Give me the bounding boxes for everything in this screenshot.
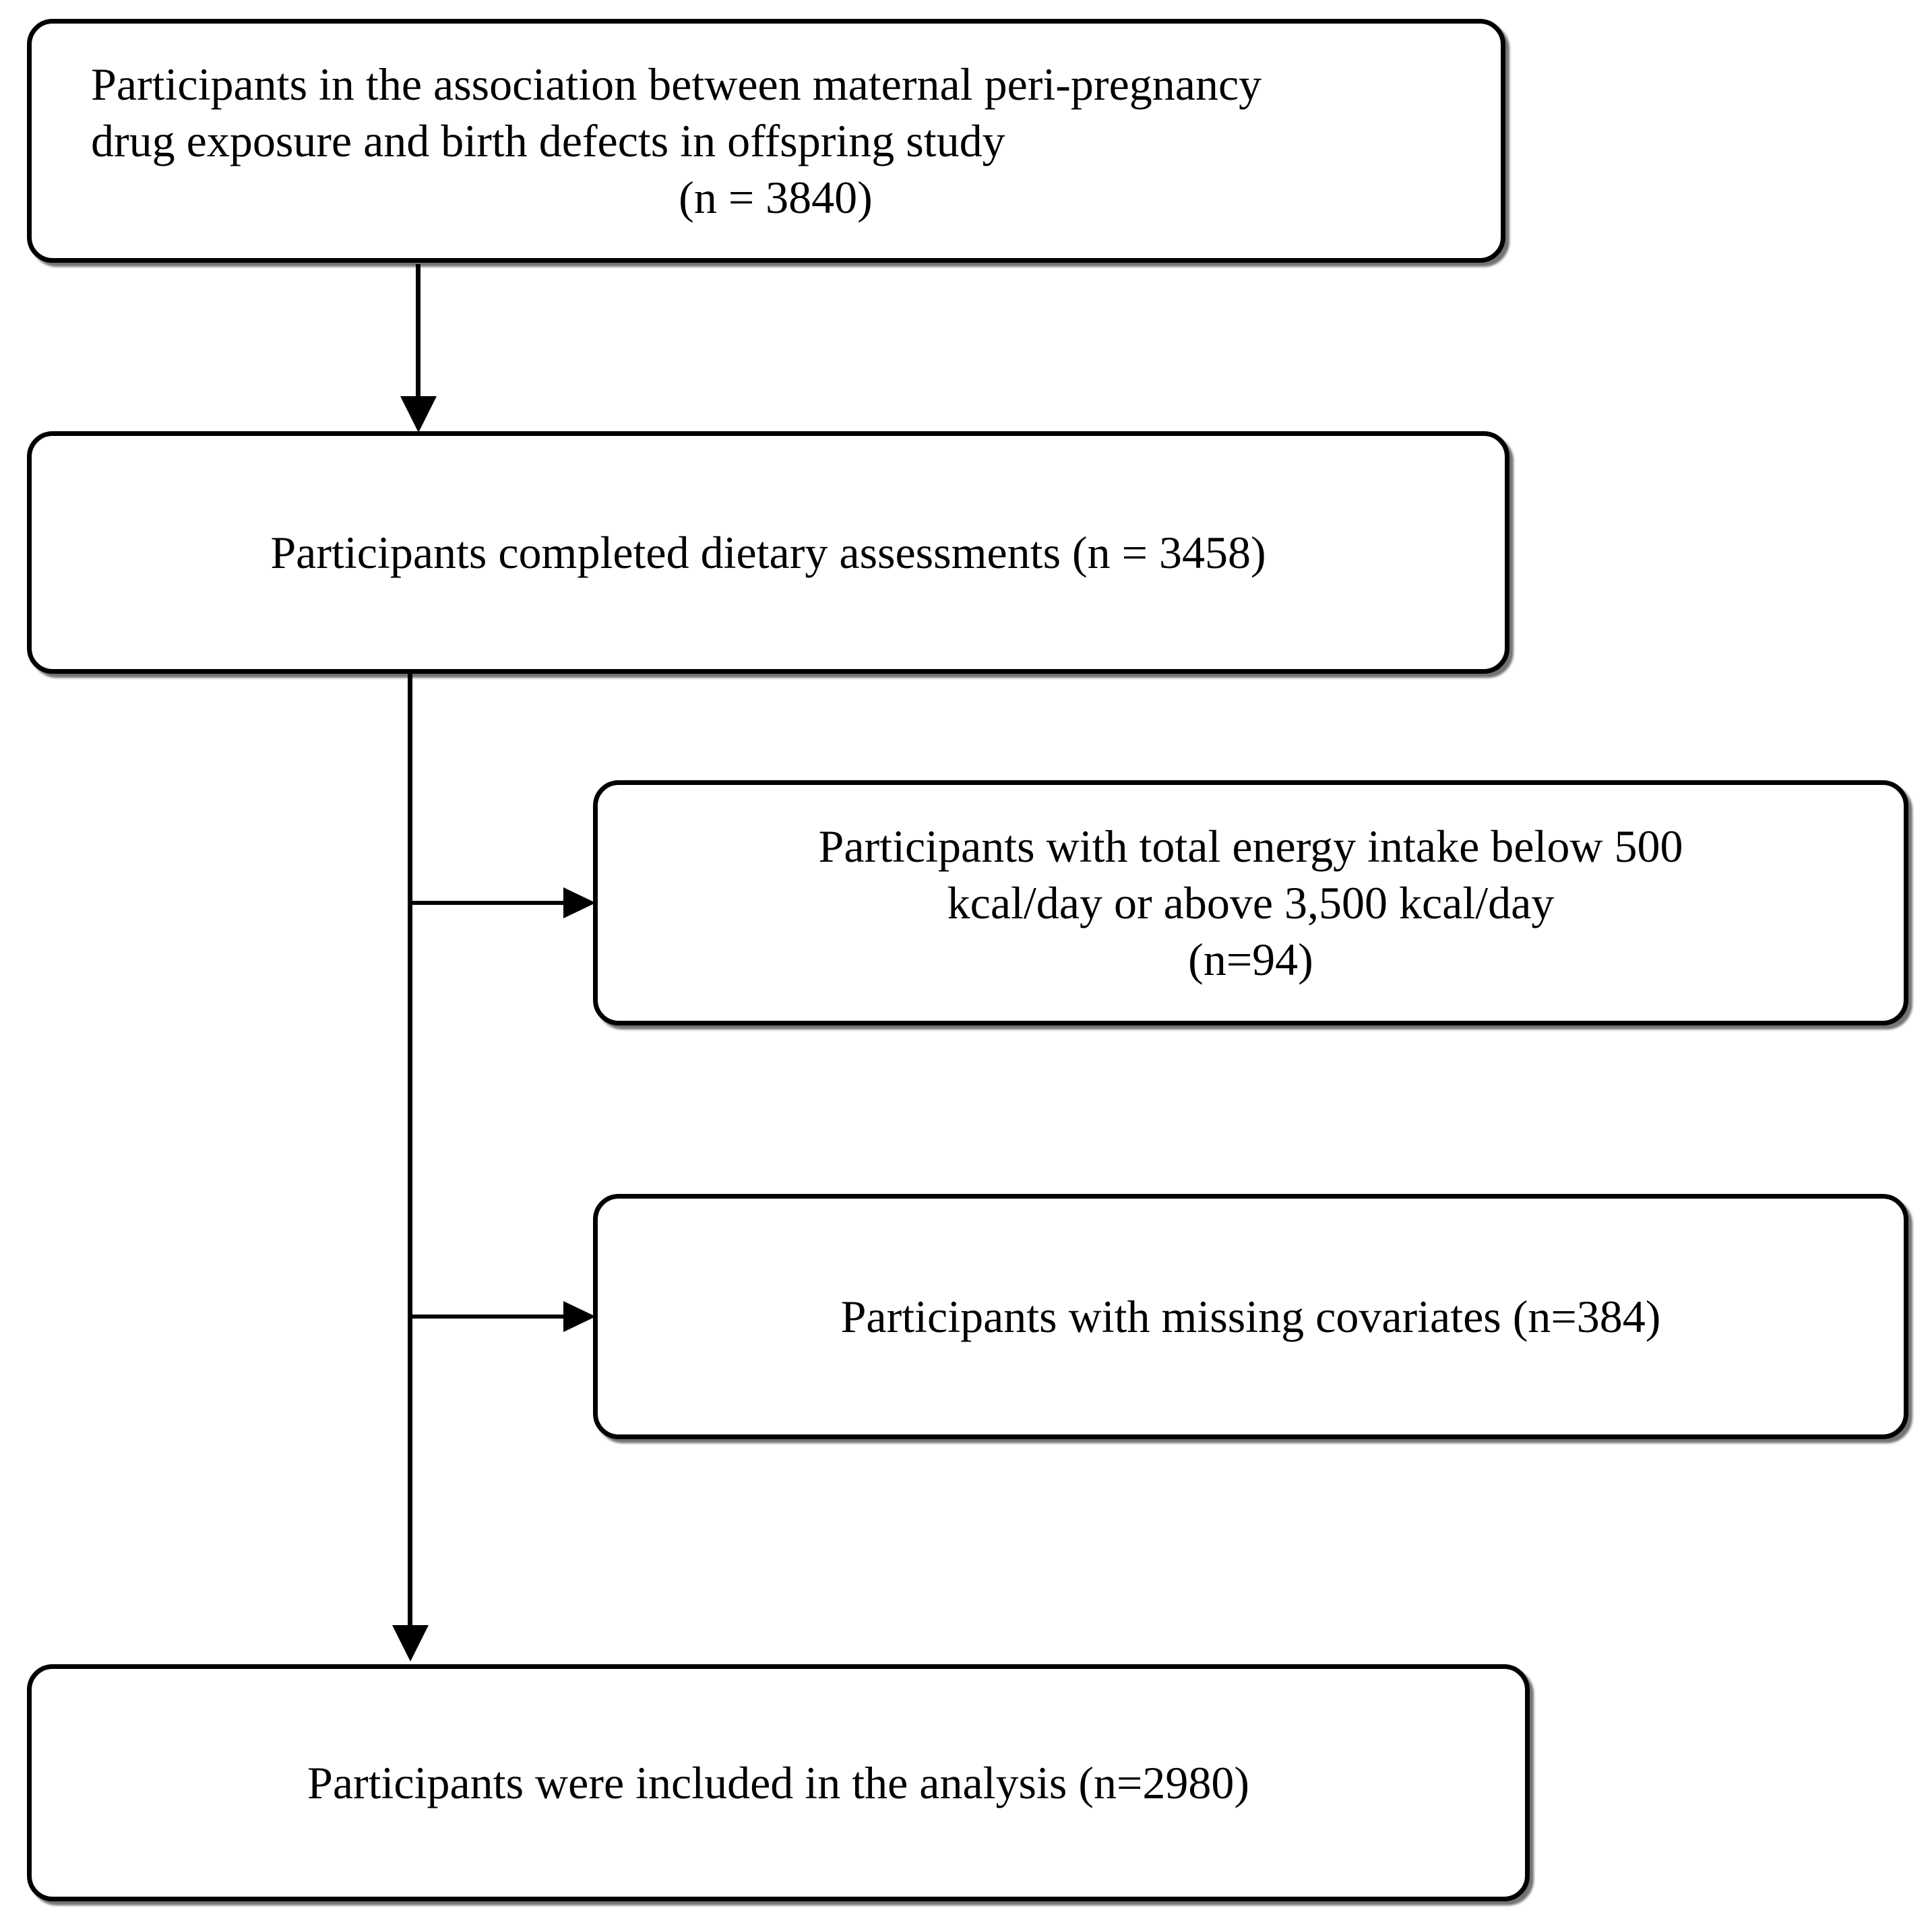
node-study-count: (n = 3840)	[679, 172, 873, 223]
node-energy-text-line1: Participants with total energy intake be…	[818, 821, 1683, 872]
node-included-in-analysis: Participants were included in the analys…	[27, 1664, 1530, 1901]
connector-dietary-to-included	[408, 674, 412, 1626]
node-covariates-text: Participants with missing covariates (n=…	[840, 1291, 1661, 1342]
arrowhead-right-icon	[563, 887, 596, 918]
arrowhead-right-icon	[563, 1301, 596, 1332]
node-included-text: Participants were included in the analys…	[307, 1757, 1249, 1808]
node-study-text-line2: drug exposure and birth defects in offsp…	[91, 115, 1005, 166]
connector-branch-energy-exclusion	[410, 901, 566, 905]
arrowhead-down-icon	[400, 396, 437, 433]
node-energy-intake-exclusion: Participants with total energy intake be…	[593, 780, 1908, 1025]
connector-branch-covariates-exclusion	[410, 1315, 566, 1319]
node-missing-covariates-exclusion: Participants with missing covariates (n=…	[593, 1194, 1908, 1439]
node-dietary-assessments: Participants completed dietary assessmen…	[27, 431, 1509, 674]
arrowhead-down-icon	[392, 1625, 429, 1662]
node-energy-count: (n=94)	[1188, 934, 1313, 985]
node-energy-text-line2: kcal/day or above 3,500 kcal/day	[947, 877, 1555, 928]
node-study-text-line1: Participants in the association between …	[91, 59, 1262, 110]
node-dietary-text: Participants completed dietary assessmen…	[270, 527, 1266, 578]
connector-study-to-dietary	[416, 264, 420, 399]
node-study-population: Participants in the association between …	[27, 19, 1505, 263]
